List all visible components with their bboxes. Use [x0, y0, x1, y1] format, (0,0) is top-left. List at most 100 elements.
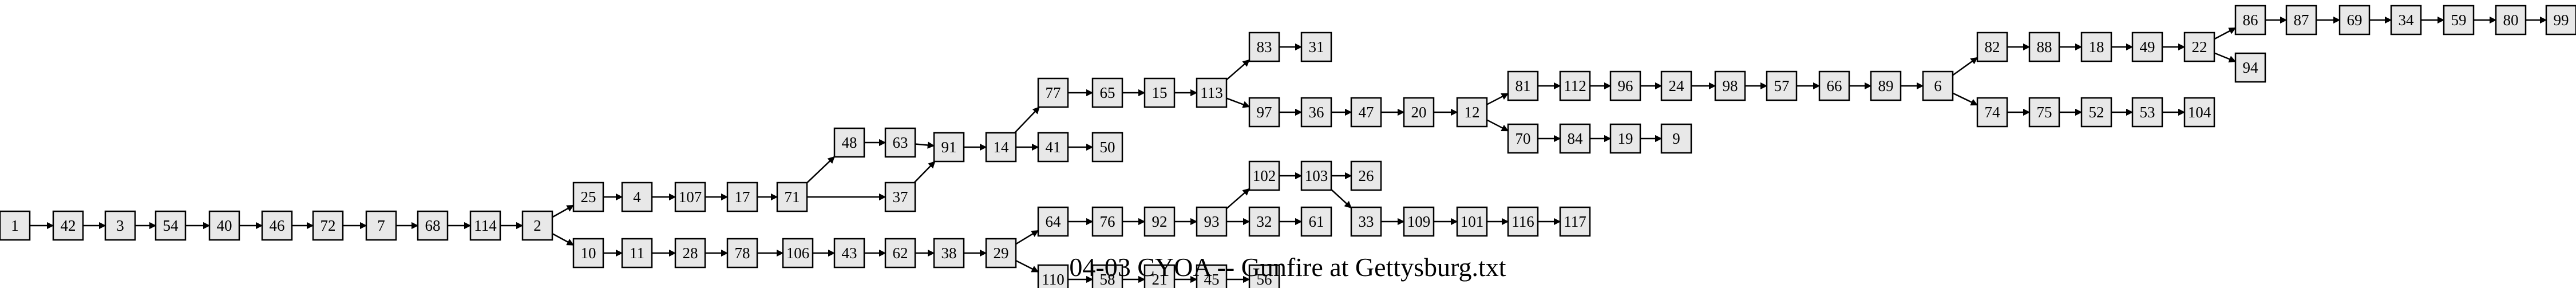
edge-29-to-64: [1015, 230, 1039, 245]
node-25: 25: [572, 182, 604, 212]
node-box: [1196, 206, 1228, 237]
node-label: 48: [842, 134, 857, 151]
node-10: 10: [572, 238, 604, 269]
node-77: 77: [1037, 77, 1069, 108]
node-label: 24: [1669, 77, 1685, 94]
node-22: 22: [2183, 31, 2215, 62]
node-label: 81: [1515, 77, 1531, 94]
node-label: 87: [2294, 11, 2309, 29]
node-label: 45: [1204, 271, 1220, 288]
node-78: 78: [726, 238, 758, 269]
node-label: 14: [994, 139, 1010, 156]
node-box: [1248, 264, 1280, 288]
node-label: 110: [1042, 271, 1065, 288]
node-106: 106: [782, 238, 814, 269]
node-box: [2028, 97, 2060, 128]
node-box: [572, 238, 604, 269]
node-label: 10: [581, 244, 596, 262]
node-label: 99: [2554, 11, 2569, 29]
node-box: [1403, 206, 1435, 237]
node-label: 21: [1152, 271, 1168, 288]
node-116: 116: [1507, 206, 1539, 237]
node-label: 46: [270, 217, 285, 234]
node-107: 107: [674, 182, 706, 212]
edge-12-to-70: [1486, 119, 1509, 132]
node-label: 112: [1564, 77, 1586, 94]
node-label: 18: [2089, 38, 2104, 56]
node-box: [1143, 206, 1176, 237]
node-box: [1300, 206, 1332, 237]
node-21: 21: [1143, 264, 1176, 288]
node-43: 43: [833, 238, 865, 269]
node-40: 40: [208, 210, 240, 241]
node-label: 84: [1568, 130, 1584, 147]
node-label: 102: [1253, 167, 1276, 184]
node-93: 93: [1196, 206, 1228, 237]
node-box: [1456, 97, 1488, 128]
node-94: 94: [2234, 52, 2266, 83]
edge-113-to-83: [1226, 59, 1250, 81]
node-82: 82: [1976, 31, 2008, 62]
node-label: 91: [941, 139, 957, 156]
node-box: [312, 210, 344, 241]
node-box: [2495, 5, 2527, 35]
node-box: [2183, 31, 2215, 62]
node-label: 114: [474, 217, 497, 234]
edge-22-to-94: [2214, 52, 2237, 63]
node-15: 15: [1143, 77, 1176, 108]
node-36: 36: [1300, 97, 1332, 128]
edge-2-to-25: [552, 204, 575, 218]
node-63: 63: [884, 127, 916, 158]
node-label: 31: [1309, 38, 1324, 56]
node-label: 53: [2140, 104, 2155, 121]
node-box: [1143, 77, 1176, 108]
node-label: 86: [2243, 11, 2258, 29]
node-label: 56: [1257, 271, 1272, 288]
node-label: 38: [941, 244, 957, 262]
node-50: 50: [1091, 132, 1123, 163]
edge-6-to-74: [1952, 92, 1979, 106]
node-label: 50: [1100, 139, 1115, 156]
edge-12-to-81: [1486, 93, 1509, 105]
node-label: 61: [1309, 213, 1324, 230]
node-box: [1248, 206, 1280, 237]
node-box: [469, 210, 501, 241]
node-box: [2131, 97, 2163, 128]
node-80: 80: [2495, 5, 2527, 35]
node-box: [1091, 264, 1123, 288]
node-box: [208, 210, 240, 241]
node-41: 41: [1037, 132, 1069, 163]
node-box: [985, 238, 1017, 269]
node-label: 101: [1461, 213, 1484, 230]
node-112: 112: [1559, 70, 1591, 101]
node-label: 69: [2347, 11, 2363, 29]
node-box: [2183, 97, 2215, 128]
node-box: [1976, 97, 2008, 128]
node-box: [52, 210, 84, 241]
node-box: [0, 210, 31, 241]
node-box: [1350, 206, 1382, 237]
node-label: 70: [1515, 130, 1531, 147]
node-box: [621, 182, 653, 212]
node-box: [1870, 70, 1902, 101]
node-11: 11: [621, 238, 653, 269]
node-box: [1976, 31, 2008, 62]
node-label: 82: [1985, 38, 2000, 56]
node-label: 32: [1257, 213, 1272, 230]
node-label: 54: [163, 217, 179, 234]
node-box: [1456, 206, 1488, 237]
node-box: [884, 182, 916, 212]
node-32: 32: [1248, 206, 1280, 237]
node-62: 62: [884, 238, 916, 269]
node-label: 107: [679, 188, 702, 206]
node-box: [261, 210, 293, 241]
node-label: 6: [1934, 77, 1942, 94]
node-box: [1037, 132, 1069, 163]
node-14: 14: [985, 132, 1017, 163]
node-17: 17: [726, 182, 758, 212]
node-label: 34: [2399, 11, 2415, 29]
node-75: 75: [2028, 97, 2060, 128]
node-65: 65: [1091, 77, 1123, 108]
node-box: [2285, 5, 2317, 35]
node-label: 4: [633, 188, 641, 206]
